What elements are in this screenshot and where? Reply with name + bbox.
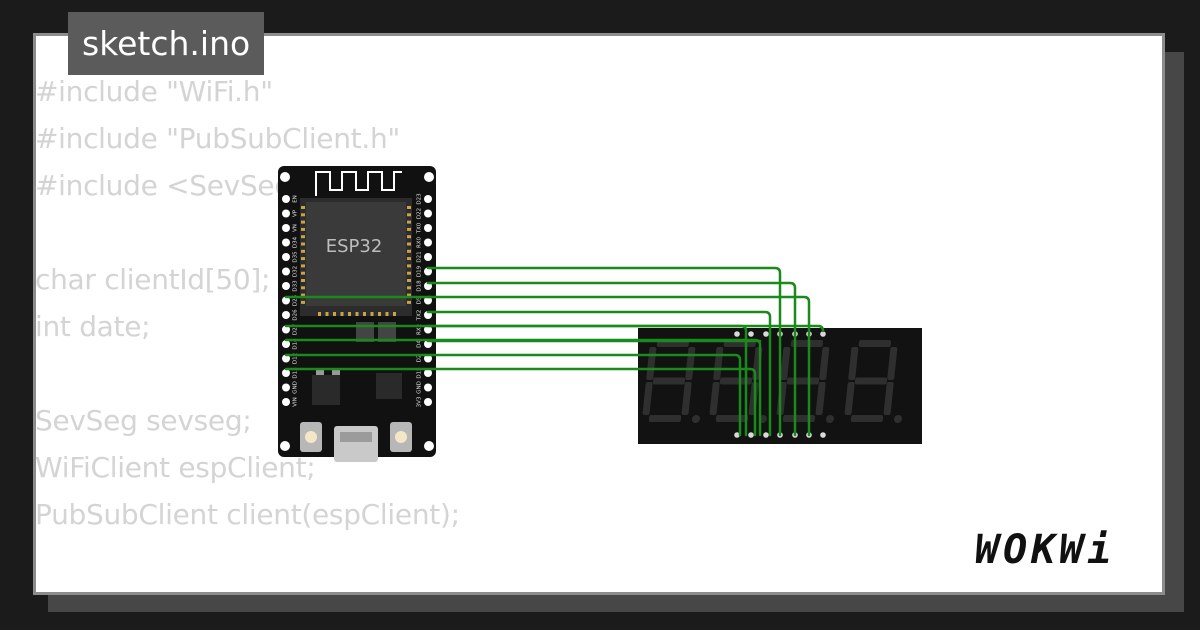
wire [426,324,825,333]
wire [426,310,772,437]
header-pin[interactable] [282,369,290,377]
pin-label: D5 [417,296,423,304]
display-pin [748,432,754,438]
pin-label: VP [293,209,299,217]
module-pads [301,206,411,316]
header-pin[interactable] [282,311,290,319]
pin-label: EN [293,195,299,203]
pin-label: GND [293,381,299,394]
header-pin[interactable] [424,224,432,232]
wokwi-logo: WOKWi [975,527,1116,573]
code-line: int date; [35,310,151,343]
display-digit [844,340,902,423]
code-line: SevSeg sevseg; [35,404,252,437]
code-line: #include "PubSubClient.h" [35,122,400,155]
esp32-board: ESP32 ENVPVND34D35D32D33D25D26D27D14D12D… [278,166,436,462]
header-pin[interactable] [424,325,432,334]
display-digit [709,340,767,423]
code-line: PubSubClient client(espClient); [35,498,460,531]
pin-label: D33 [293,280,299,292]
pin-label: D14 [293,338,299,350]
header-pin[interactable] [282,398,290,406]
header-pin[interactable] [282,282,290,290]
header-pin[interactable] [282,340,290,348]
header-pin[interactable] [282,253,290,261]
pin-label: TX2 [417,310,423,322]
code-line: WiFiClient espClient; [35,451,316,484]
header-pin[interactable] [424,383,432,392]
code-line: char clientId[50]; [35,263,271,296]
pin-label: D26 [293,309,299,321]
header-pin[interactable] [424,253,432,261]
reset-button[interactable] [390,422,412,452]
display-pin [763,432,769,438]
wire [426,295,811,437]
header-pin[interactable] [282,238,290,247]
pin-label: TX0 [417,222,423,234]
header-pin[interactable] [282,267,290,276]
pin-label: VIN [293,397,299,407]
pin-label: D19 [417,265,423,277]
pin-label: D27 [293,323,299,335]
pin-label: D4 [417,340,423,348]
pin-label: D25 [293,294,299,306]
pin-label: VN [293,224,299,232]
pin-label: D35 [293,251,299,263]
pin-label: D32 [293,266,299,277]
header-pin[interactable] [424,267,432,276]
board-label: ESP32 [326,236,383,257]
header-pin[interactable] [282,296,290,305]
pin-label: D18 [417,280,423,292]
header-pin[interactable] [424,369,432,377]
wires [284,266,825,437]
boot-button[interactable] [300,422,322,452]
display-pin [734,432,740,438]
wire [284,353,742,437]
header-pin[interactable] [282,209,290,218]
header-pin[interactable] [282,354,290,363]
wire [284,367,757,437]
pin-label: D23 [417,193,423,205]
header-pin[interactable] [424,209,432,218]
pin-label: RX2 [417,324,423,335]
pin-label: D12 [293,353,299,364]
pin-label: RX0 [417,236,423,248]
header-pin[interactable] [424,195,432,203]
header-pin[interactable] [424,238,432,247]
header-pin[interactable] [282,195,290,203]
wire [426,281,797,437]
pin-label: D22 [417,208,423,219]
pin-label: D21 [417,251,423,262]
filename-tab: sketch.ino [68,12,265,75]
pin-label: D34 [293,236,299,248]
header-pin[interactable] [282,325,290,334]
wire [426,266,782,437]
display-pin [820,432,826,438]
header-pin[interactable] [282,383,290,392]
pin-label: GND [417,381,423,394]
pin-label: 3V3 [417,396,423,407]
pin-label: D13 [293,367,299,379]
preview-card [33,33,1165,595]
header-pin[interactable] [424,296,432,305]
usb-port [334,426,378,462]
seven-segment-display [638,328,922,444]
pin-label: D2 [417,355,423,363]
code-line: #include "WiFi.h" [35,75,273,108]
pin-label: D15 [417,367,423,379]
header-pin[interactable] [424,354,432,363]
header-pin[interactable] [424,398,432,406]
header-pin[interactable] [282,224,290,232]
